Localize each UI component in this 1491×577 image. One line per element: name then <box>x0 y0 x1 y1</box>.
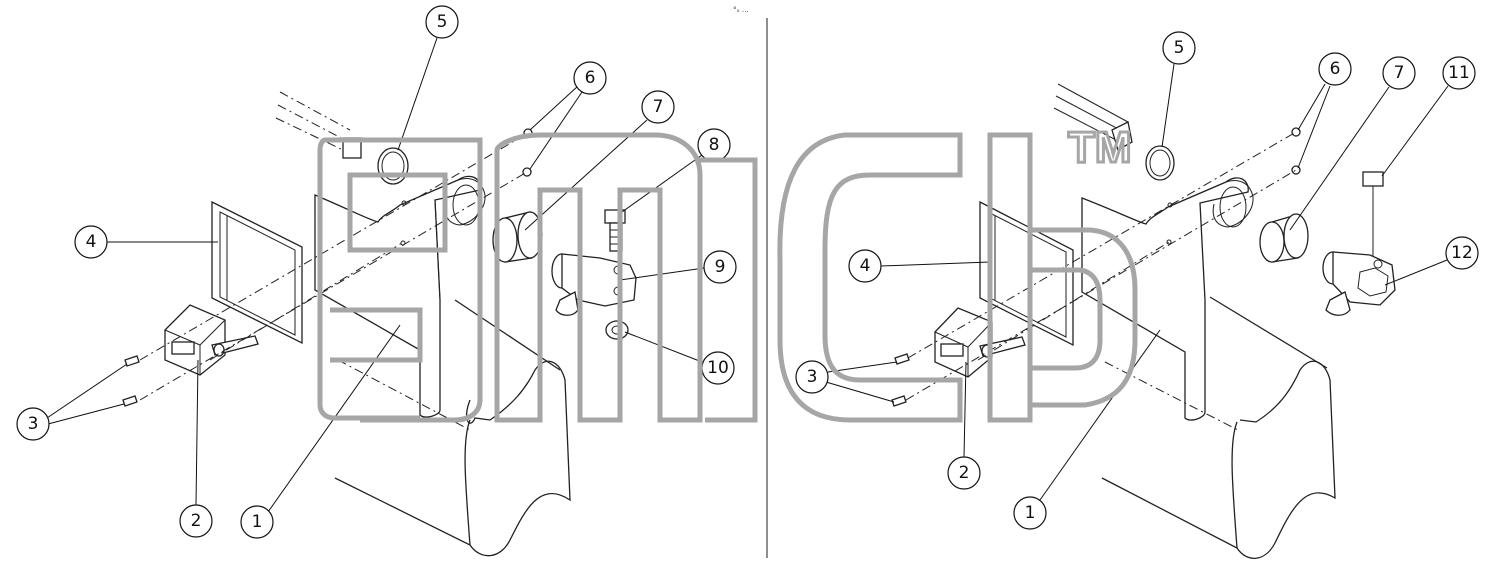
svg-text:12: 12 <box>1451 243 1473 263</box>
right-switch-box <box>934 307 1026 378</box>
svg-text:8: 8 <box>709 135 720 155</box>
watermark-logo: TM <box>317 122 1138 423</box>
right-callout-1: 1 <box>1013 329 1161 530</box>
left-duct-lines <box>275 91 362 159</box>
right-view: 1 2 3 4 5 6 <box>795 31 1479 559</box>
right-callout-12: 12 <box>1384 236 1479 286</box>
left-nut <box>605 320 629 340</box>
left-bracket-plate <box>314 175 486 418</box>
left-bushing <box>492 211 543 263</box>
left-callout-1: 1 <box>240 324 401 539</box>
left-callout-5: 5 <box>397 5 459 151</box>
svg-text:7: 7 <box>1394 63 1405 83</box>
right-bracket-plate <box>1081 177 1254 421</box>
right-callout-6: 6 <box>1297 52 1352 169</box>
svg-text:5: 5 <box>1174 38 1185 58</box>
svg-text:9: 9 <box>715 257 726 277</box>
left-screws <box>122 355 140 407</box>
svg-text:5: 5 <box>437 12 448 32</box>
left-label-plate <box>211 200 303 345</box>
right-callout-4: 4 <box>848 249 991 283</box>
left-callout-2: 2 <box>179 359 213 538</box>
left-callout-4: 4 <box>74 225 218 259</box>
right-bushing <box>1259 213 1309 263</box>
left-switch-box <box>164 304 259 376</box>
svg-text:6: 6 <box>585 68 596 88</box>
svg-text:TM: TM <box>1068 123 1132 172</box>
svg-text:7: 7 <box>653 97 664 117</box>
right-callout-11: 11 <box>1381 56 1476 177</box>
svg-text:1: 1 <box>252 512 263 532</box>
left-callout-7: 7 <box>524 90 675 231</box>
right-support-column <box>1101 296 1336 559</box>
right-snap-ring <box>1145 145 1175 181</box>
left-callout-3: 3 <box>16 363 128 441</box>
right-label-plate <box>979 200 1074 347</box>
svg-text:2: 2 <box>959 463 970 483</box>
right-callout-3: 3 <box>795 360 898 403</box>
svg-text:10: 10 <box>707 358 729 378</box>
left-snap-ring <box>377 147 409 185</box>
svg-text:2: 2 <box>191 511 202 531</box>
svg-text:1: 1 <box>1025 503 1036 523</box>
left-support-column <box>334 299 571 557</box>
svg-text:3: 3 <box>28 414 39 434</box>
right-callout-5: 5 <box>1161 31 1196 148</box>
right-duct-lines <box>1053 83 1133 151</box>
right-callout-2: 2 <box>947 361 981 490</box>
header-mark: °ₓ … <box>733 6 749 14</box>
svg-text:3: 3 <box>807 367 818 387</box>
svg-text:4: 4 <box>860 256 871 276</box>
svg-text:11: 11 <box>1448 63 1470 83</box>
left-callout-10: 10 <box>624 331 735 385</box>
left-clevis <box>551 253 637 316</box>
left-callout-8: 8 <box>621 128 731 213</box>
left-callout-9: 9 <box>619 250 737 284</box>
right-callout-7: 7 <box>1289 56 1416 231</box>
svg-text:4: 4 <box>86 232 97 252</box>
right-bolt <box>1362 171 1384 262</box>
svg-text:6: 6 <box>1330 59 1341 79</box>
left-view: 1 2 3 4 5 6 <box>16 5 737 557</box>
left-callout-6: 6 <box>529 61 607 170</box>
right-hex-coupling <box>1322 251 1396 316</box>
